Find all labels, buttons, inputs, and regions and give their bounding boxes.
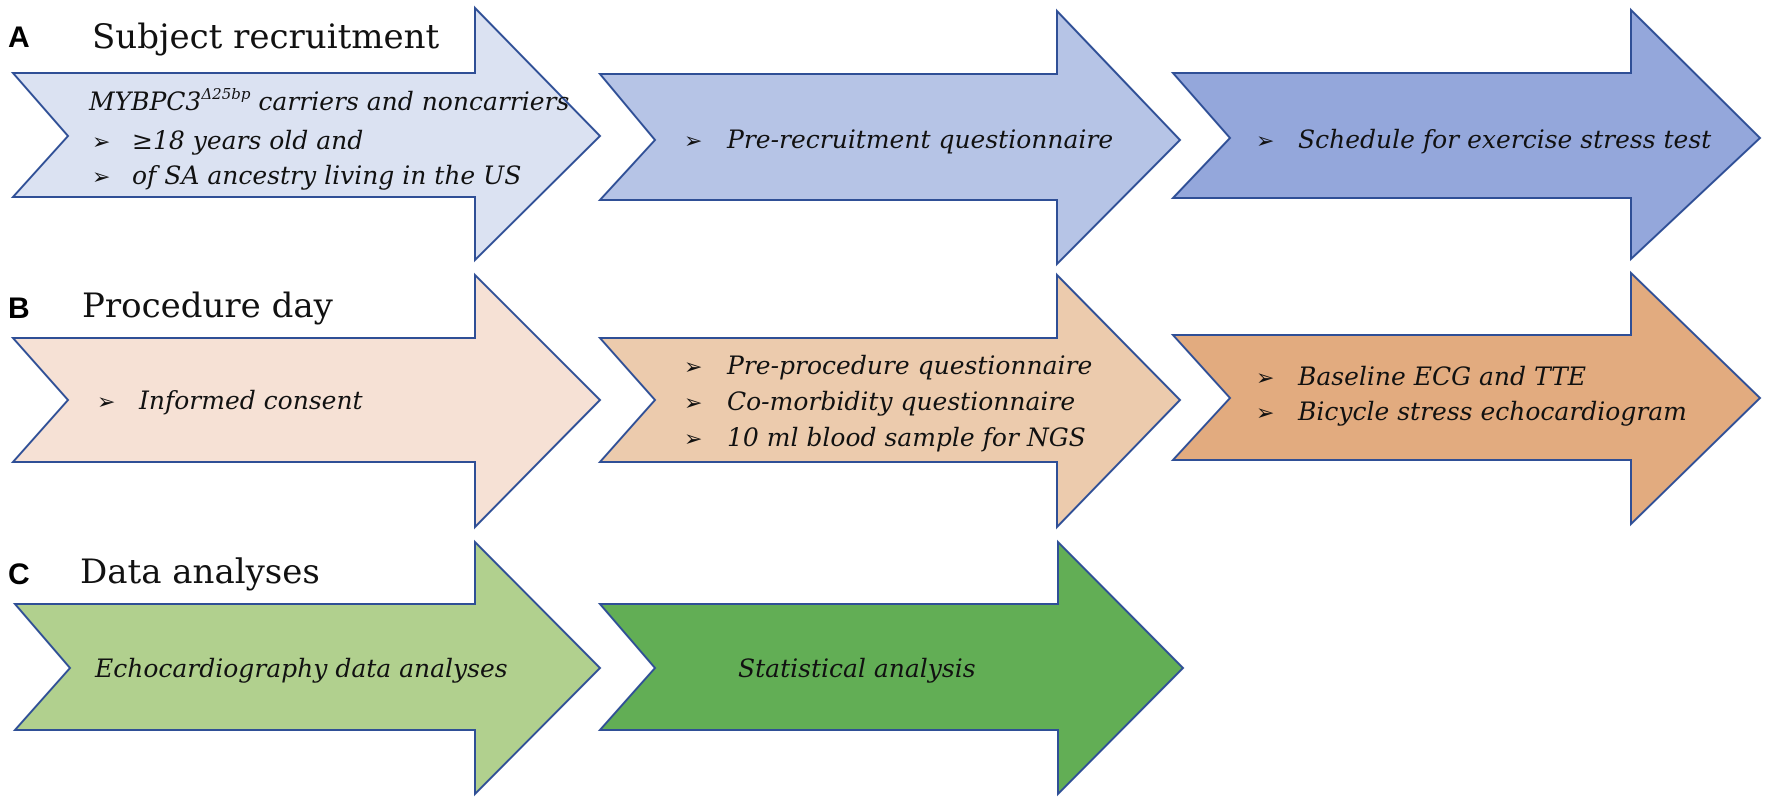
- step-comorbidity-questionnaire: Co-morbidity questionnaire: [727, 387, 1075, 416]
- arrow-bullet-icon: ➢: [684, 129, 702, 154]
- step-informed-consent: Informed consent: [138, 386, 364, 415]
- section-b-title: Procedure day: [82, 286, 334, 326]
- section-b-letter: B: [8, 292, 30, 325]
- section-a-letter: A: [8, 21, 30, 54]
- section-c-arrow-2: [597, 539, 1185, 797]
- step-echo-data-analyses: Echocardiography data analyses: [94, 654, 508, 683]
- step-pre-procedure-questionnaire: Pre-procedure questionnaire: [726, 351, 1092, 380]
- recruitment-criteria-heading: MYBPC3Δ25bp carriers and noncarriers: [88, 85, 569, 116]
- step-schedule-stress-test: Schedule for exercise stress test: [1298, 125, 1712, 154]
- gene-name: MYBPC3: [88, 87, 201, 116]
- step-statistical-analysis: Statistical analysis: [738, 654, 976, 683]
- arrow-bullet-icon: ➢: [684, 355, 702, 380]
- arrow-bullet-icon: ➢: [1256, 401, 1274, 426]
- step-bicycle-stress-echo: Bicycle stress echocardiogram: [1297, 397, 1687, 426]
- arrow-bullet-icon: ➢: [684, 427, 702, 452]
- section-a-arrow-2: [597, 8, 1182, 267]
- section-a-arrow-3: [1170, 7, 1762, 262]
- step-blood-sample: 10 ml blood sample for NGS: [727, 423, 1086, 452]
- section-c-arrow-1: [12, 539, 602, 797]
- criteria-age: ≥18 years old and: [132, 126, 363, 155]
- criteria-ancestry: of SA ancestry living in the US: [132, 161, 521, 190]
- arrow-bullet-icon: ➢: [97, 390, 115, 415]
- gene-variant-superscript: Δ25bp: [200, 85, 251, 103]
- arrow-bullet-icon: ➢: [1256, 366, 1274, 391]
- section-a-title: Subject recruitment: [92, 17, 439, 57]
- section-b-arrow-2: [597, 272, 1182, 530]
- section-c-title: Data analyses: [80, 552, 320, 592]
- section-b-arrow-1: [10, 272, 602, 530]
- section-c-letter: C: [8, 558, 30, 591]
- section-a-arrow-1: [10, 5, 602, 263]
- arrow-bullet-icon: ➢: [1256, 129, 1274, 154]
- step-pre-recruitment-questionnaire: Pre-recruitment questionnaire: [726, 125, 1113, 154]
- arrow-bullet-icon: ➢: [92, 165, 110, 190]
- step-baseline-ecg-tte: Baseline ECG and TTE: [1297, 362, 1586, 391]
- arrow-bullet-icon: ➢: [684, 391, 702, 416]
- arrow-bullet-icon: ➢: [92, 130, 110, 155]
- carriers-text: carriers and noncarriers: [250, 87, 569, 116]
- section-b-arrow-3: [1170, 270, 1762, 527]
